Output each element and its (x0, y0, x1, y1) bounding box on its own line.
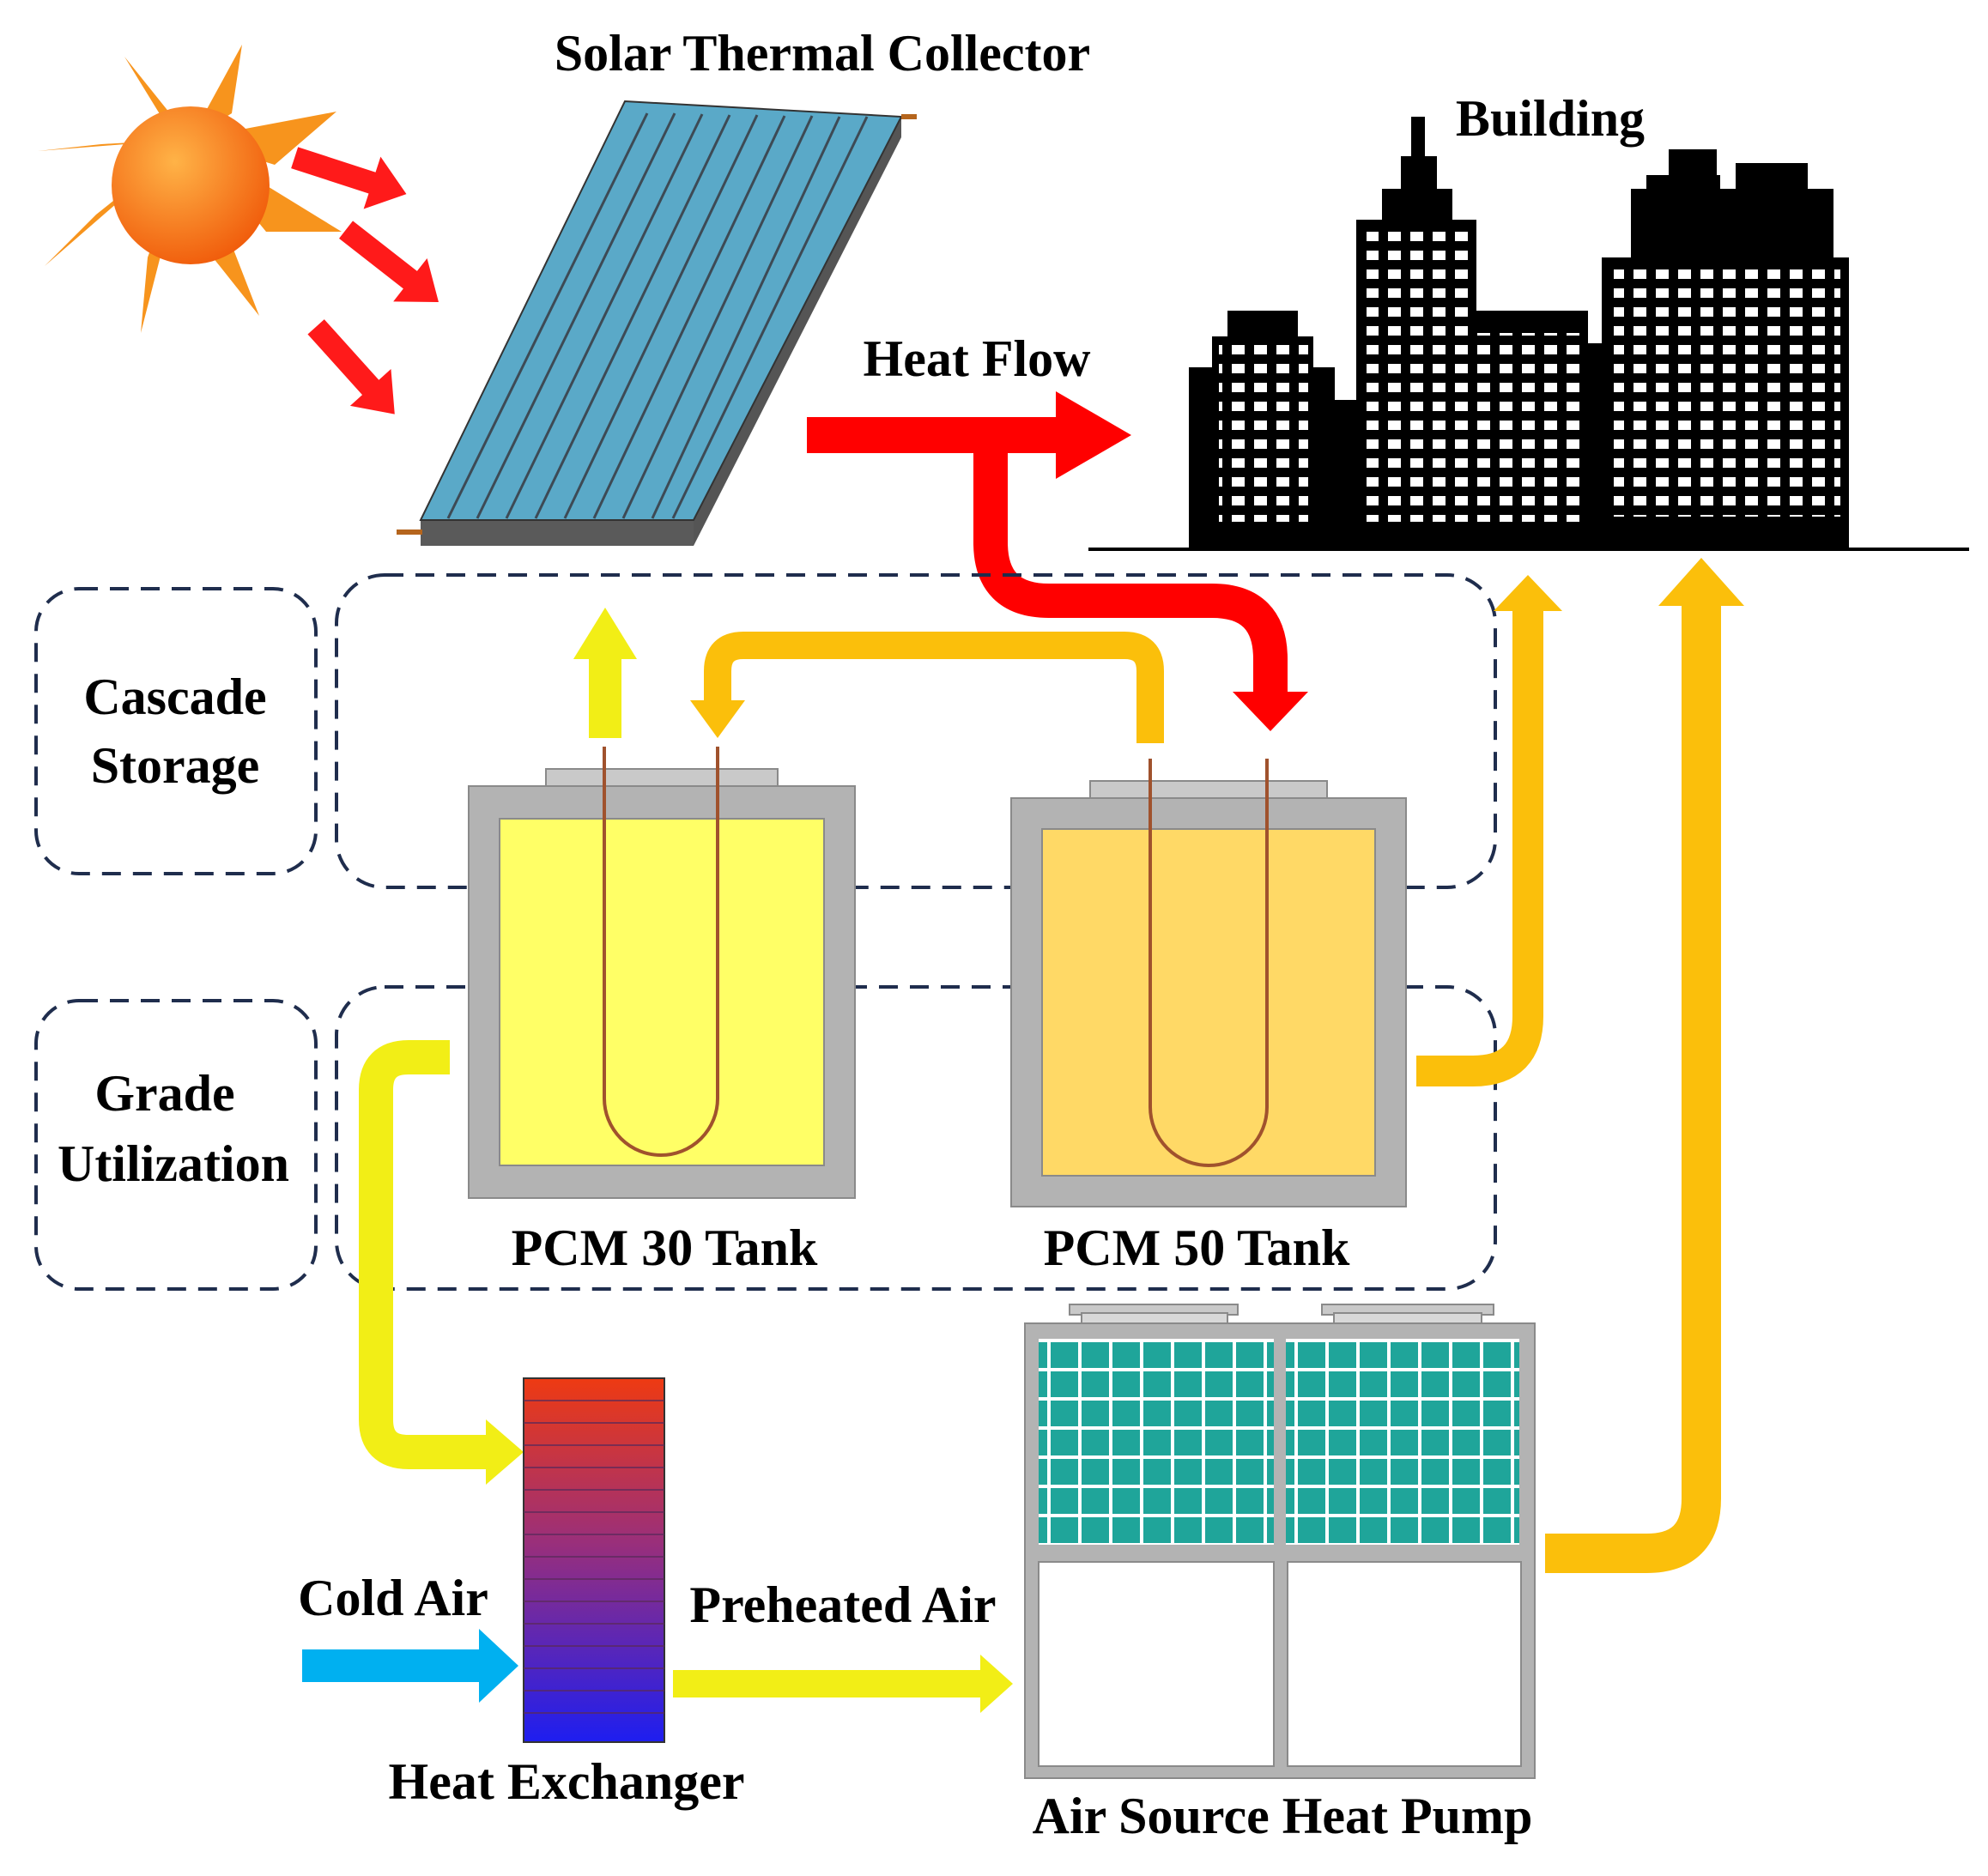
sun-icon (38, 45, 342, 333)
pcm30-label: PCM 30 Tank (512, 1219, 818, 1276)
heat-pump-to-building-arrow (1545, 558, 1744, 1573)
grade-utilization-region (335, 985, 1497, 1291)
pcm30-to-exchanger-arrow (359, 1040, 524, 1485)
preheated-air-label: Preheated Air (689, 1576, 996, 1633)
radiation-arrow (307, 319, 395, 415)
heat-pump-label: Air Source Heat Pump (1033, 1788, 1533, 1844)
grade-utilization-box (34, 999, 318, 1291)
pcm50-to-pcm30-arrow (690, 632, 1164, 743)
solar-thermal-collector (397, 100, 917, 546)
pcm50-label: PCM 50 Tank (1044, 1219, 1350, 1276)
cold-air-label: Cold Air (298, 1570, 488, 1626)
cascade-storage-label-line2: Storage (91, 737, 260, 794)
heat-exchanger-label: Heat Exchanger (389, 1753, 745, 1810)
dashed-boxes (34, 573, 1497, 1291)
radiation-arrow (291, 147, 407, 209)
building-label: Building (1456, 90, 1645, 147)
preheated-air-arrow (673, 1655, 1013, 1713)
grade-utilization-label-line2: Utilization (58, 1135, 289, 1192)
pcm50-to-building-arrow (1416, 575, 1562, 1086)
heat-flow-arrow (807, 391, 1308, 731)
pcm30-tank (468, 747, 856, 1199)
solar-collector-label: Solar Thermal Collector (555, 25, 1090, 82)
grade-utilization-label-line1: Grade (94, 1065, 234, 1122)
cold-air-arrow (302, 1629, 518, 1703)
building-icon (1088, 117, 1969, 551)
radiation-arrow (339, 221, 439, 303)
heat-flow-label: Heat Flow (864, 330, 1092, 387)
pcm50-tank (1010, 759, 1407, 1207)
cascade-storage-region (335, 573, 1497, 889)
solar-radiation-arrows (291, 147, 439, 415)
air-source-heat-pump (1024, 1304, 1536, 1779)
heat-exchanger (523, 1377, 665, 1743)
pcm30-outlet-arrow (573, 608, 637, 738)
cascade-storage-box (34, 587, 318, 875)
cascade-storage-label-line1: Cascade (83, 669, 266, 725)
